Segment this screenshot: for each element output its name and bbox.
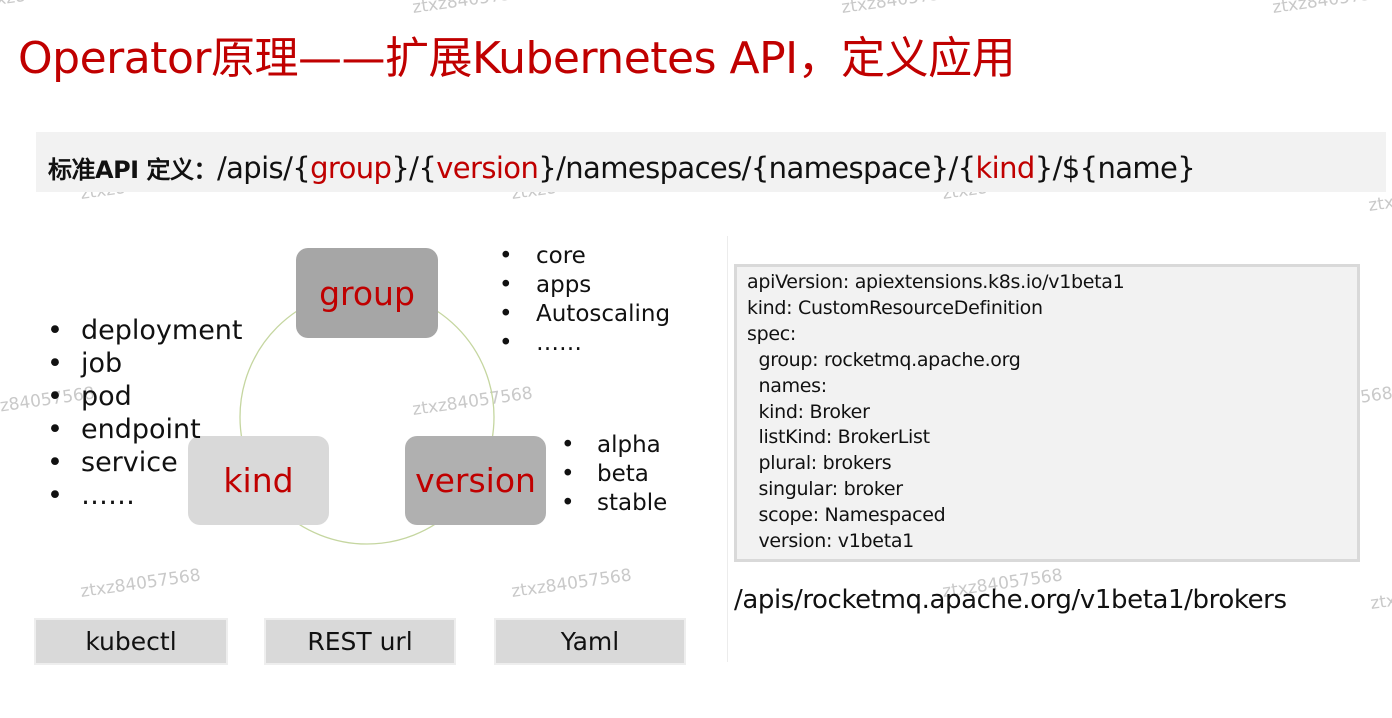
yaml-label: Yaml xyxy=(494,618,686,665)
slide-title: Operator原理——扩展Kubernetes API，定义应用 xyxy=(18,33,1016,84)
divider xyxy=(727,236,728,662)
list-item: job xyxy=(47,347,243,380)
api-path-part: }/{ xyxy=(391,151,437,185)
kind-examples-list: deployment job pod endpoint service …… xyxy=(47,314,243,512)
api-path-group: group xyxy=(310,151,392,185)
list-item: apps xyxy=(499,271,670,300)
rest-url-label: REST url xyxy=(264,618,456,665)
yaml-line: scope: Namespaced xyxy=(747,504,946,527)
yaml-line: listKind: BrokerList xyxy=(747,426,930,449)
api-definition-bar xyxy=(36,132,1386,192)
yaml-line: singular: broker xyxy=(747,478,903,501)
api-path-kind: kind xyxy=(975,151,1035,185)
crd-yaml-text: apiVersion: apiextensions.k8s.io/v1beta1… xyxy=(747,270,1125,555)
rest-url-example: /apis/rocketmq.apache.org/v1beta1/broker… xyxy=(734,585,1287,615)
api-path-version: version xyxy=(436,151,539,185)
group-examples-list: core apps Autoscaling …… xyxy=(499,242,670,358)
yaml-line: plural: brokers xyxy=(747,452,892,475)
list-item: core xyxy=(499,242,670,271)
yaml-line: version: v1beta1 xyxy=(747,530,914,553)
yaml-line: group: rocketmq.apache.org xyxy=(747,348,1021,371)
api-path-part: /apis/{ xyxy=(216,151,311,185)
api-path-part: }/${name} xyxy=(1034,151,1196,185)
yaml-line: kind: Broker xyxy=(747,400,870,423)
list-item: stable xyxy=(561,489,667,518)
crd-yaml-panel xyxy=(734,264,1360,562)
version-examples-list: alpha beta stable xyxy=(561,431,667,518)
group-node: group xyxy=(296,248,438,338)
yaml-line: spec: xyxy=(747,322,796,345)
version-node: version xyxy=(405,436,546,525)
api-path-part: }/namespaces/{namespace}/{ xyxy=(538,151,976,185)
api-definition-label: 标准API 定义： xyxy=(48,156,217,184)
list-item: deployment xyxy=(47,314,242,347)
yaml-line: kind: CustomResourceDefinition xyxy=(747,296,1043,319)
api-definition: 标准API 定义：/apis/{group}/{version}/namespa… xyxy=(48,150,1196,185)
list-item: beta xyxy=(561,460,667,489)
list-item: service xyxy=(47,446,243,479)
kubectl-label: kubectl xyxy=(34,618,228,665)
list-item: Autoscaling xyxy=(499,300,670,329)
list-item: alpha xyxy=(561,431,667,460)
list-item: …… xyxy=(499,329,670,358)
yaml-line: names: xyxy=(747,374,827,397)
list-item: pod xyxy=(47,380,243,413)
list-item: …… xyxy=(47,479,243,512)
list-item: endpoint xyxy=(47,413,243,446)
yaml-line: apiVersion: apiextensions.k8s.io/v1beta1 xyxy=(747,271,1125,293)
